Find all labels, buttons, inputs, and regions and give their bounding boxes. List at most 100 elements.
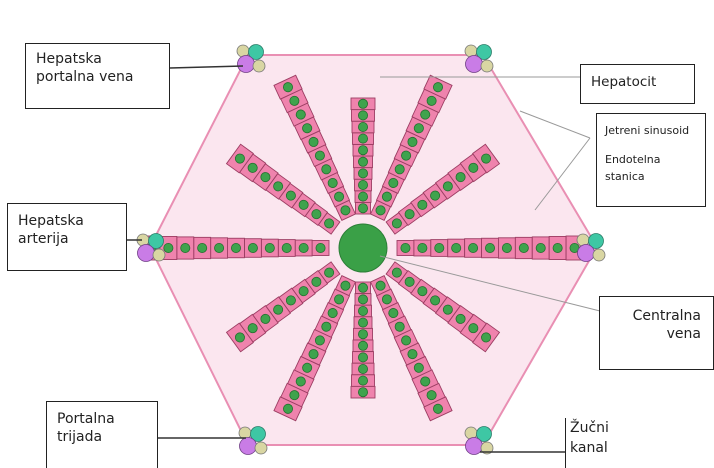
hepatocyte-cord bbox=[273, 74, 357, 221]
hepatocyte bbox=[410, 192, 435, 218]
hepatocyte bbox=[193, 236, 212, 260]
hepatocyte bbox=[176, 236, 195, 260]
hepatocyte bbox=[352, 132, 374, 145]
hepatocyte-nucleus bbox=[295, 376, 306, 387]
hepatocyte-nucleus bbox=[358, 387, 368, 398]
hepatic-artery bbox=[480, 59, 494, 73]
hepatocyte-nucleus bbox=[283, 82, 294, 93]
hepatocyte-nucleus bbox=[417, 243, 428, 253]
hepatocyte-nucleus bbox=[407, 136, 418, 147]
hepatocyte-nucleus bbox=[432, 403, 443, 414]
hepatocyte-nucleus bbox=[451, 243, 462, 253]
hepatocyte-nucleus bbox=[381, 294, 392, 305]
hepatocyte-nucleus bbox=[334, 294, 345, 305]
label-bile-duct-line2: kanal bbox=[570, 440, 608, 457]
hepatocyte-nucleus bbox=[295, 109, 306, 120]
hepatocyte bbox=[210, 237, 228, 259]
label-central-vein: Centralna vena bbox=[599, 296, 714, 370]
hepatocyte bbox=[354, 293, 372, 306]
hepatic-artery bbox=[592, 248, 606, 262]
hepatocyte-nucleus bbox=[358, 156, 368, 167]
hepatocyte bbox=[280, 382, 309, 408]
hepatocyte bbox=[447, 163, 474, 192]
hepatocyte bbox=[399, 342, 426, 366]
hepatocyte bbox=[369, 275, 392, 297]
hepatocyte-nucleus bbox=[298, 199, 309, 210]
hepatocyte bbox=[350, 97, 376, 111]
hepatocyte-nucleus bbox=[234, 332, 245, 343]
hepatocyte-cord bbox=[350, 97, 376, 215]
hepatocyte-nucleus bbox=[552, 243, 563, 253]
hepatocyte bbox=[423, 396, 453, 422]
hepatocyte bbox=[352, 143, 374, 157]
hepatocyte bbox=[355, 281, 371, 295]
hepatocyte bbox=[260, 238, 279, 258]
hepatocyte-nucleus bbox=[375, 280, 386, 291]
label-hepatic-artery: Hepatska arterija bbox=[7, 203, 127, 271]
hepatocyte-nucleus bbox=[358, 203, 368, 214]
hepatocyte bbox=[375, 185, 398, 208]
label-sinusoid-endothelial: Jetreni sinusoid Endotelna stanica bbox=[596, 113, 706, 207]
hepatocyte-nucleus bbox=[381, 191, 392, 202]
hepatocyte-nucleus bbox=[298, 243, 309, 253]
hepatocyte-nucleus bbox=[285, 190, 296, 201]
hepatocyte bbox=[472, 143, 501, 174]
hepatocyte-nucleus bbox=[298, 286, 309, 297]
hepatocyte bbox=[300, 130, 327, 154]
hepatocyte-nucleus bbox=[358, 294, 368, 305]
hepatocyte-nucleus bbox=[455, 172, 466, 183]
hepatocyte-nucleus bbox=[401, 150, 412, 161]
hepatocyte-nucleus bbox=[413, 123, 424, 134]
hepatocyte bbox=[422, 287, 448, 314]
hepatocyte-cord bbox=[396, 235, 584, 261]
hepatocyte bbox=[413, 239, 432, 257]
hepatocyte-nucleus bbox=[404, 276, 415, 287]
hepatocyte-nucleus bbox=[302, 123, 313, 134]
hepatocyte-nucleus bbox=[358, 364, 368, 375]
hepatocyte bbox=[405, 355, 433, 380]
hepatocyte-nucleus bbox=[273, 181, 284, 192]
hepatocyte bbox=[353, 167, 373, 180]
hepatocyte bbox=[252, 304, 279, 333]
hepatic-artery bbox=[252, 59, 266, 73]
hepatocyte-nucleus bbox=[358, 168, 368, 179]
hepatocyte-nucleus bbox=[324, 218, 335, 229]
hepatocyte-nucleus bbox=[230, 243, 241, 253]
hepatocyte-nucleus bbox=[388, 308, 399, 319]
hepatocyte-nucleus bbox=[394, 164, 405, 175]
hepatocyte-cord bbox=[385, 261, 501, 353]
hepatocyte bbox=[294, 239, 313, 257]
hepatocyte-nucleus bbox=[420, 109, 431, 120]
portal-vein bbox=[137, 244, 155, 262]
hepatocyte-nucleus bbox=[417, 199, 428, 210]
hepatocyte-nucleus bbox=[358, 329, 368, 340]
sinusoid-leader-lines bbox=[519, 110, 591, 211]
hepatocyte-nucleus bbox=[358, 282, 368, 293]
hepatocyte-nucleus bbox=[264, 243, 275, 253]
label-hepatic-sinusoid: Jetreni sinusoid bbox=[605, 124, 690, 137]
hepatocyte bbox=[464, 238, 482, 258]
label-endothelial-line1: Endotelna bbox=[605, 153, 661, 167]
hepatocyte-cord bbox=[369, 74, 453, 221]
hepatocyte bbox=[353, 155, 373, 169]
hepatocyte-nucleus bbox=[163, 243, 174, 253]
hepatocyte-nucleus bbox=[426, 95, 437, 106]
hepatocyte-nucleus bbox=[314, 150, 325, 161]
hepatocyte-nucleus bbox=[273, 304, 284, 315]
hepatocyte bbox=[225, 322, 254, 353]
hepatocyte-nucleus bbox=[485, 243, 496, 253]
hepatocyte-nucleus bbox=[358, 179, 368, 190]
hepatocyte bbox=[399, 130, 426, 154]
hepatocyte bbox=[293, 355, 321, 380]
portal-triads bbox=[136, 44, 606, 455]
label-bile-duct-line1: Žučni bbox=[570, 420, 609, 436]
label-bile-duct: Žučni kanal bbox=[565, 418, 645, 468]
hepatocyte-nucleus bbox=[285, 295, 296, 306]
hepatocyte-nucleus bbox=[334, 191, 345, 202]
hepatocyte bbox=[273, 396, 303, 422]
hepatocyte-nucleus bbox=[283, 403, 294, 414]
hepatocyte bbox=[225, 143, 254, 174]
hepatocyte bbox=[459, 313, 488, 343]
hepatocyte bbox=[334, 275, 357, 297]
